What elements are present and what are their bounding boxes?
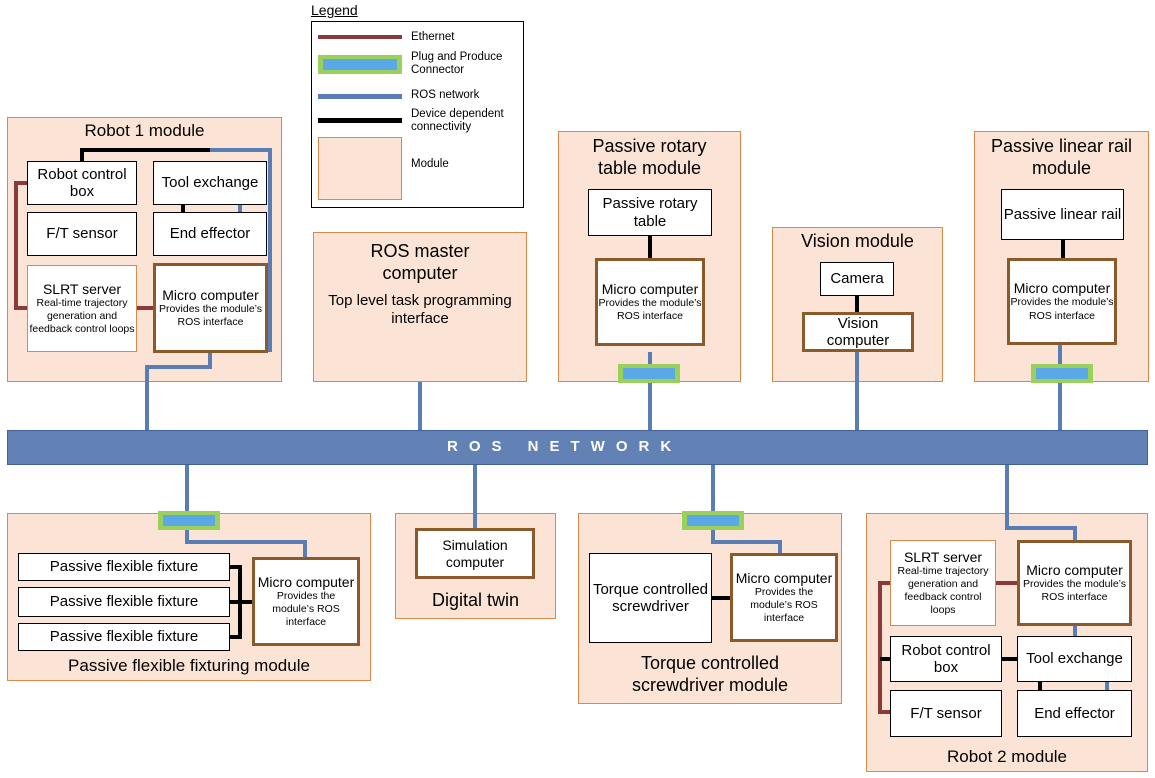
fixture-item-2: Passive flexible fixture: [18, 587, 230, 617]
fixture-item-3-label: Passive flexible fixture: [49, 628, 199, 646]
linear-micro-title: Micro computer: [1013, 280, 1111, 297]
pnp-connector-screwdriver: [682, 511, 744, 530]
linear-device-label: Passive linear rail: [1003, 205, 1122, 223]
vision-camera-label: Camera: [830, 270, 884, 288]
screwdriver-micro-title: Micro computer: [735, 569, 833, 586]
ros-link-robot2: [1005, 465, 1077, 540]
screwdriver-micro-desc: Provides the module’s ROS interface: [750, 585, 818, 625]
robot1-slrt-desc: Real-time trajectory generation and feed…: [29, 296, 135, 336]
pnp-connector-fixture: [158, 511, 220, 530]
fixture-item-2-label: Passive flexible fixture: [49, 593, 199, 611]
twin-title: Digital twin: [431, 590, 520, 610]
robot2-title: Robot 2 module: [946, 747, 1068, 766]
robot1-end-effector-label: End effector: [169, 225, 251, 243]
vision-computer-label: Vision computer: [826, 314, 890, 349]
robot2-end-effector-label: End effector: [1034, 704, 1115, 722]
robot2-control-box-label: Robot control box: [901, 641, 991, 676]
legend-pnp-swatch: [318, 55, 402, 74]
device-robot1-top: [80, 148, 210, 161]
screwdriver-device-label: Torque controlled screwdriver: [592, 580, 709, 615]
fixture-micro-desc: Provides the module’s ROS interface: [272, 589, 340, 629]
legend-module-label: Module: [411, 158, 449, 170]
rotary-micro-computer: Micro computer Provides the module’s ROS…: [595, 258, 705, 346]
ros-master-title: ROS master computer: [370, 241, 470, 283]
robot2-ft-sensor: F/T sensor: [890, 690, 1002, 737]
vision-title: Vision module: [801, 231, 914, 251]
robot2-micro-desc: Provides the module’s ROS interface: [1022, 577, 1127, 604]
robot1-title: Robot 1 module: [84, 121, 205, 140]
fixture-micro-title: Micro computer: [257, 573, 355, 590]
rotary-device: Passive rotary table: [588, 189, 712, 236]
robot1-tool-exchange: Tool exchange: [153, 161, 267, 205]
ethernet-robot1: [14, 181, 27, 310]
rotary-title: Passive rotary table module: [592, 136, 707, 178]
pnp-connector-rotary: [618, 364, 680, 383]
pnp-connector-linear: [1031, 364, 1093, 383]
robot2-slrt-title: SLRT server: [903, 548, 983, 565]
legend-device-swatch: [318, 118, 402, 123]
legend-pnp-label: Plug and Produce Connector: [411, 51, 503, 77]
legend-ethernet-swatch: [318, 35, 402, 39]
robot2-ft-sensor-label: F/T sensor: [910, 704, 982, 722]
screwdriver-device: Torque controlled screwdriver: [589, 553, 712, 643]
ros-link-robot1-internal: [210, 148, 272, 352]
ethernet-links: [14, 181, 1017, 714]
linear-title: Passive linear rail module: [990, 136, 1133, 178]
robot2-slrt-desc: Real-time trajectory generation and feed…: [897, 564, 989, 617]
robot1-control-box-label: Robot control box: [37, 165, 127, 200]
fixture-title: Passive flexible fixturing module: [68, 656, 310, 675]
ros-links: [145, 148, 1109, 690]
rotary-micro-title: Micro computer: [601, 280, 699, 297]
vision-computer: Vision computer: [802, 312, 914, 352]
rotary-device-label: Passive rotary table: [602, 195, 698, 230]
legend-ethernet-label: Ethernet: [411, 31, 455, 43]
robot1-micro-title: Micro computer: [162, 286, 259, 303]
robot2-micro-computer: Micro computer Provides the module’s ROS…: [1017, 540, 1132, 626]
robot1-end-effector: End effector: [153, 212, 267, 256]
ros-master-module: [313, 232, 527, 382]
ros-master-desc: Top level task programming interface: [328, 292, 512, 327]
robot1-micro-computer: Micro computer Provides the module’s ROS…: [153, 263, 268, 353]
ethernet-robot2: [878, 581, 890, 714]
fixture-item-1-label: Passive flexible fixture: [49, 558, 199, 576]
robot1-slrt-server: SLRT server Real-time trajectory generat…: [27, 265, 137, 352]
screwdriver-micro-computer: Micro computer Provides the module’s ROS…: [730, 553, 838, 642]
robot1-micro-desc: Provides the module’s ROS interface: [158, 302, 263, 329]
fixture-micro-computer: Micro computer Provides the module’s ROS…: [252, 557, 360, 646]
ros-network-label: ROS NETWORK: [447, 438, 683, 455]
robot2-control-box: Robot control box: [890, 636, 1002, 682]
twin-computer-label: Simulation computer: [442, 537, 508, 570]
ros-link-robot1: [145, 352, 212, 430]
legend-device-label: Device dependent connectivity: [411, 108, 504, 134]
legend-ros-label: ROS network: [411, 89, 480, 101]
robot1-slrt-title: SLRT server: [42, 280, 122, 297]
linear-micro-desc: Provides the module’s ROS interface: [1010, 296, 1114, 322]
legend-title: Legend: [311, 2, 358, 18]
robot2-micro-title: Micro computer: [1026, 561, 1123, 578]
fixture-item-3: Passive flexible fixture: [18, 623, 230, 651]
robot2-tool-exchange: Tool exchange: [1017, 636, 1132, 682]
linear-micro-computer: Micro computer Provides the module’s ROS…: [1007, 258, 1117, 345]
legend-ros-swatch: [318, 94, 402, 99]
device-links: [80, 148, 1065, 690]
rotary-micro-desc: Provides the module’s ROS interface: [598, 296, 702, 323]
robot2-tool-exchange-label: Tool exchange: [1026, 650, 1123, 668]
robot2-slrt-server: SLRT server Real-time trajectory generat…: [890, 540, 996, 626]
robot1-control-box: Robot control box: [27, 161, 137, 205]
twin-simulation-computer: Simulation computer: [415, 528, 535, 579]
fixture-item-1: Passive flexible fixture: [18, 553, 230, 581]
vision-camera: Camera: [820, 262, 894, 296]
robot1-tool-exchange-label: Tool exchange: [161, 174, 259, 192]
robot2-end-effector: End effector: [1017, 690, 1132, 737]
legend-module-swatch: [318, 137, 402, 200]
ros-link-screwdriver: [711, 465, 782, 553]
ros-link-fixture: [185, 465, 307, 557]
ros-network-bar: [7, 430, 1148, 465]
linear-device: Passive linear rail: [1001, 189, 1124, 240]
robot1-ft-sensor-label: F/T sensor: [46, 225, 118, 243]
screwdriver-title: Torque controlled screwdriver module: [631, 653, 789, 695]
robot1-ft-sensor: F/T sensor: [27, 212, 137, 256]
